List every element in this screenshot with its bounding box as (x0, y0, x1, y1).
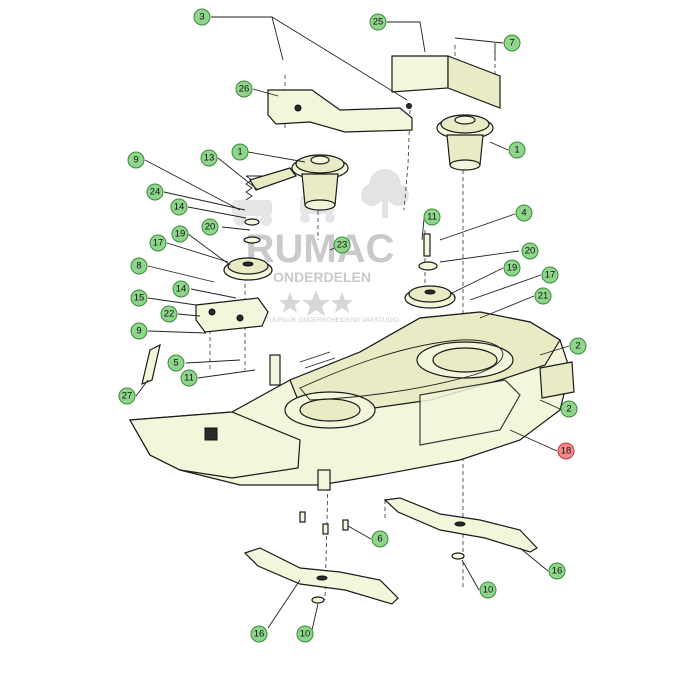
svg-text:20: 20 (525, 246, 536, 257)
callout-20-left: 20 (201, 218, 219, 236)
svg-text:14: 14 (176, 284, 187, 295)
callout-14-bottom: 14 (172, 280, 190, 298)
blade-left (243, 547, 399, 605)
right-belt-shield (391, 55, 501, 109)
svg-text:13: 13 (204, 153, 215, 164)
callout-25: 25 (369, 13, 387, 31)
watermark-brand: RUMAC (246, 227, 395, 271)
svg-text:6: 6 (377, 534, 382, 545)
svg-text:20: 20 (205, 222, 216, 233)
callout-7: 7 (503, 34, 521, 52)
callout-18: 18 (557, 442, 575, 460)
svg-text:2: 2 (575, 341, 580, 352)
left-belt-shield (267, 89, 413, 133)
callout-2-top: 2 (569, 337, 587, 355)
callout-21: 21 (534, 287, 552, 305)
svg-text:2: 2 (566, 404, 571, 415)
callout-4: 4 (515, 204, 533, 222)
spindle-pulley-right (436, 114, 494, 171)
svg-text:16: 16 (254, 629, 265, 640)
svg-text:19: 19 (175, 229, 186, 240)
svg-text:16: 16 (552, 566, 563, 577)
idler-pulley-left (223, 218, 273, 281)
callout-24: 24 (146, 183, 164, 201)
callout-10-right: 10 (479, 581, 497, 599)
callout-8: 8 (130, 257, 148, 275)
svg-text:10: 10 (300, 629, 311, 640)
svg-text:9: 9 (133, 155, 138, 166)
callout-17-right: 17 (541, 266, 559, 284)
tension-spring (245, 167, 297, 201)
watermark-sub: ONDERDELEN (273, 269, 371, 285)
callout-16-left: 16 (250, 625, 268, 643)
svg-text:3: 3 (199, 12, 204, 23)
svg-text:14: 14 (174, 202, 185, 213)
callout-10-left: 10 (296, 625, 314, 643)
svg-text:5: 5 (173, 358, 178, 369)
callout-26: 26 (235, 80, 253, 98)
callout-19-right: 19 (503, 259, 521, 277)
svg-text:27: 27 (122, 391, 133, 402)
callout-20-right: 20 (521, 242, 539, 260)
svg-text:10: 10 (483, 585, 494, 596)
callout-15: 15 (130, 289, 148, 307)
svg-text:4: 4 (521, 208, 526, 219)
callout-5: 5 (167, 354, 185, 372)
svg-text:26: 26 (239, 84, 250, 95)
svg-text:25: 25 (373, 17, 384, 28)
callout-23: 23 (333, 236, 351, 254)
svg-text:21: 21 (538, 291, 549, 302)
mower-deck (129, 311, 575, 491)
callout-16-right: 16 (548, 562, 566, 580)
svg-text:17: 17 (545, 270, 556, 281)
watermark-slogan: NATUURLIJK ONDERSCHEIDEND VAKSTUDIO (257, 317, 399, 324)
callout-9-bottom: 9 (130, 322, 148, 340)
callout-3: 3 (193, 8, 211, 26)
svg-text:1: 1 (237, 147, 242, 158)
callout-19-left: 19 (171, 225, 189, 243)
spindle-pulley-left (291, 154, 349, 211)
svg-text:7: 7 (509, 38, 514, 49)
bracket-27 (141, 343, 161, 385)
svg-text:24: 24 (150, 187, 161, 198)
callout-11-top: 11 (423, 208, 441, 226)
svg-text:17: 17 (153, 238, 164, 249)
callout-1-right: 1 (508, 141, 526, 159)
callout-2-bottom: 2 (560, 400, 578, 418)
svg-text:23: 23 (337, 240, 348, 251)
callout-22: 22 (160, 305, 178, 323)
svg-text:8: 8 (136, 261, 141, 272)
watermark-stars-icon (279, 290, 353, 316)
watermark-tree-icon (361, 169, 409, 218)
callout-leaders (135, 16, 570, 631)
callout-6: 6 (371, 530, 389, 548)
callout-17-left: 17 (149, 234, 167, 252)
svg-text:9: 9 (136, 326, 141, 337)
callout-27: 27 (118, 387, 136, 405)
callout-13: 13 (200, 149, 218, 167)
callout-14-top: 14 (170, 198, 188, 216)
svg-text:22: 22 (164, 309, 175, 320)
svg-text:18: 18 (561, 446, 572, 457)
svg-text:11: 11 (427, 212, 437, 223)
idler-arm (195, 297, 269, 333)
blade-right (383, 497, 538, 553)
blade-bolts (299, 511, 465, 604)
svg-text:15: 15 (134, 293, 145, 304)
callout-11-bottom: 11 (180, 369, 198, 387)
idler-pulley-right (404, 233, 456, 309)
callout-1-left: 1 (231, 143, 249, 161)
callout-9-top: 9 (127, 151, 145, 169)
svg-text:19: 19 (507, 263, 518, 274)
svg-text:11: 11 (184, 373, 194, 384)
callouts: 3 25 7 26 1 1 9 13 24 14 20 11 4 17 19 2… (118, 8, 587, 643)
svg-text:1: 1 (514, 145, 519, 156)
